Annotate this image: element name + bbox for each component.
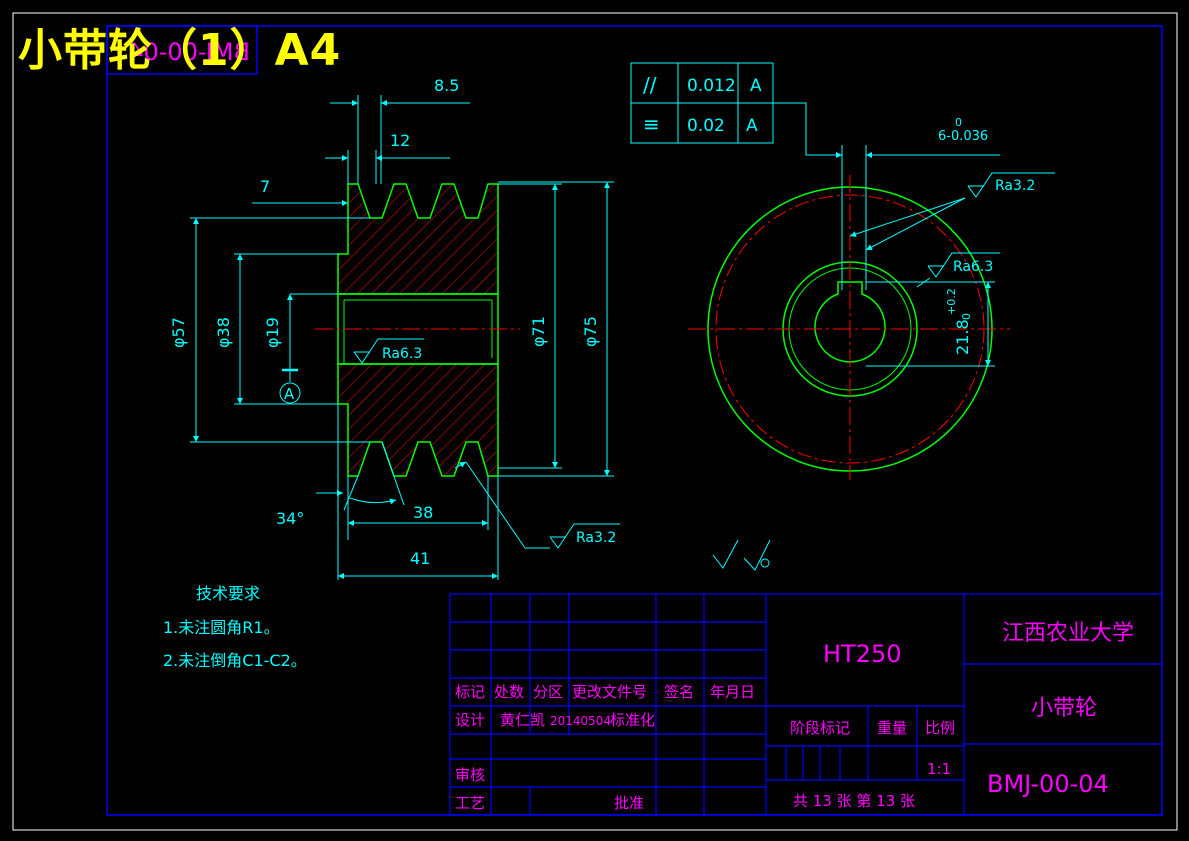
- end-view-text: // 0.012 A ≡ 0.02 A 0 6-0.036 Ra3.2 Ra6.…: [643, 73, 1035, 355]
- tol-sym-2: ≡: [643, 112, 660, 136]
- tb-code: BMJ-00-04: [987, 770, 1109, 798]
- dim-12: 12: [390, 131, 410, 150]
- tb-h-sign: 签名: [664, 683, 694, 701]
- dim-phi19: φ19: [263, 317, 282, 348]
- tb-h-doc: 更改文件号: [572, 683, 647, 701]
- dim-phi38: φ38: [214, 317, 233, 348]
- code-box-top: [106, 25, 258, 75]
- tb-check: 审核: [455, 766, 485, 784]
- dim-8-5: 8.5: [434, 76, 459, 95]
- section-dim-text: 8.5 12 7 φ57 φ38 φ19 φ71 φ75 38 41 34° A…: [169, 76, 616, 568]
- tb-h-date: 年月日: [710, 683, 755, 701]
- tb-weight: 重量: [877, 719, 907, 737]
- title-block-text: HT250 江西农业大学 小带轮 BMJ-00-04 标记 处数 分区 更改文件…: [455, 621, 1134, 812]
- hatch-upper: [337, 183, 499, 295]
- tol-ref-2: A: [746, 116, 758, 136]
- tb-school: 江西农业大学: [1002, 621, 1134, 646]
- tb-designer: 黄仁凯: [500, 711, 545, 729]
- dim-phi75: φ75: [581, 316, 600, 347]
- dim-34deg: 34°: [276, 509, 304, 528]
- tb-material: HT250: [823, 640, 902, 668]
- key-height-tol0: 0: [960, 313, 973, 320]
- end-view-dims: [630, 62, 1055, 571]
- tb-part: 小带轮: [1031, 696, 1097, 721]
- key-height: 21.8: [953, 319, 972, 355]
- datum-label: A: [284, 385, 295, 403]
- tb-design: 设计: [455, 711, 485, 729]
- key-width-upper: 0: [955, 116, 962, 129]
- tol-sym-1: //: [643, 73, 657, 97]
- notes-title: 技术要求: [196, 584, 260, 603]
- ra-bore: Ra6.3: [382, 346, 422, 362]
- end-view: [688, 175, 1010, 480]
- ra-hub: Ra6.3: [953, 259, 993, 275]
- tb-h-zone: 分区: [533, 683, 563, 701]
- drawing-title: 小带轮（1）A4: [18, 25, 342, 76]
- ra-groove: Ra3.2: [576, 530, 616, 546]
- tol-ref-1: A: [750, 76, 762, 96]
- tb-h-qty: 处数: [494, 683, 524, 701]
- bore-keyway: [814, 281, 886, 363]
- tol-val-2: 0.02: [687, 116, 725, 136]
- tol-val-1: 0.012: [687, 76, 736, 96]
- dim-7: 7: [260, 177, 270, 196]
- key-width: 6-0.036: [938, 129, 988, 144]
- tb-date: 20140504: [550, 714, 611, 728]
- mirrored-code: BMJ-00-04: [128, 38, 250, 66]
- tb-h-mark: 标记: [455, 683, 485, 701]
- tech-notes: 技术要求 1.未注圆角R1。 2.未注倒角C1-C2。: [163, 584, 307, 670]
- dim-41: 41: [410, 549, 430, 568]
- section-view: [315, 183, 520, 477]
- hatch-lower: [337, 363, 499, 477]
- tb-approve: 批准: [614, 794, 644, 812]
- tb-sheet: 共 13 张 第 13 张: [793, 792, 915, 810]
- notes-line-1: 1.未注圆角R1。: [163, 618, 280, 637]
- title-block-grid: [449, 593, 1163, 816]
- key-height-tol: +0.2: [945, 288, 958, 315]
- outer-border: [12, 12, 1178, 831]
- dim-phi57: φ57: [169, 317, 188, 348]
- notes-line-2: 2.未注倒角C1-C2。: [163, 651, 307, 670]
- tb-standard: 标准化: [610, 711, 655, 729]
- ra-keyway: Ra3.2: [995, 178, 1035, 194]
- tb-stage: 阶段标记: [790, 719, 850, 737]
- tb-scale: 比例: [925, 719, 955, 737]
- section-dims: [190, 95, 620, 580]
- dim-38: 38: [413, 503, 433, 522]
- tb-craft: 工艺: [455, 794, 485, 812]
- dim-phi71: φ71: [529, 316, 548, 347]
- tb-scale-val: 1:1: [927, 760, 951, 778]
